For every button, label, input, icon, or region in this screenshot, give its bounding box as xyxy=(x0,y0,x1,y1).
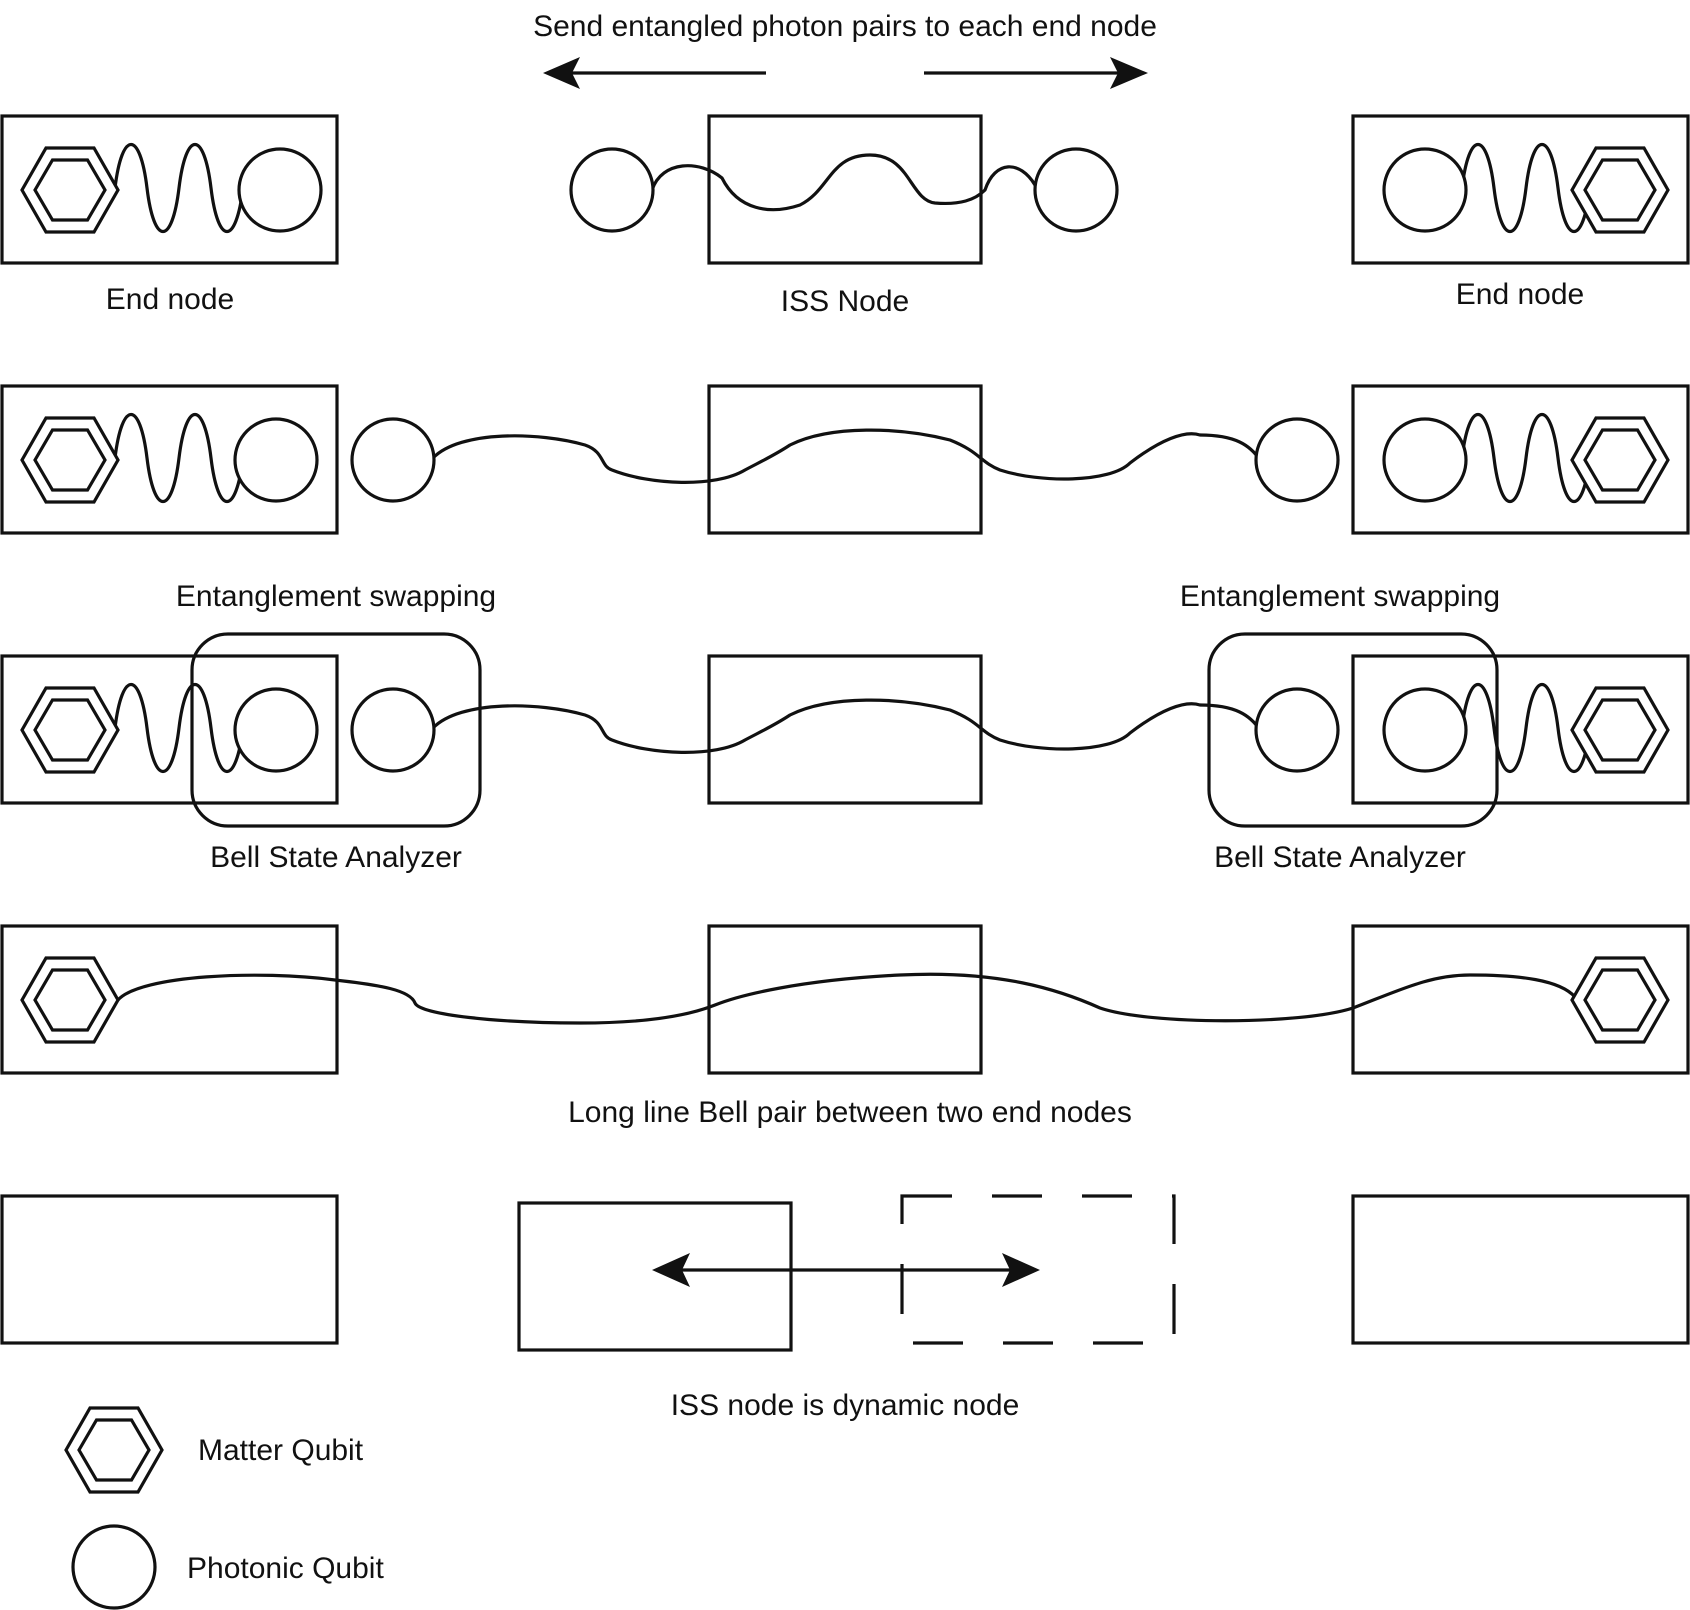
end-node-left-box xyxy=(0,114,339,265)
dynamic-node-label: ISS node is dynamic node xyxy=(671,1389,1020,1422)
iss-node-box xyxy=(707,654,983,805)
entanglement-wiggle xyxy=(1460,682,1592,774)
arrow-left-icon xyxy=(543,57,766,89)
photonic-qubit-icon xyxy=(1382,687,1468,773)
matter-qubit-icon xyxy=(1570,686,1670,774)
hexagon-icon xyxy=(64,1406,164,1494)
matter-qubit-icon xyxy=(20,686,120,774)
entanglement-wiggle xyxy=(1460,412,1592,504)
end-node-left-box xyxy=(0,384,339,535)
entanglement-link xyxy=(431,428,1262,484)
entanglement-wiggle xyxy=(113,142,245,234)
end-node-left-box xyxy=(0,1194,339,1345)
photonic-qubit-icon xyxy=(1033,147,1119,233)
legend: Matter Qubit Photonic Qubit xyxy=(64,1406,384,1610)
matter-qubit-icon xyxy=(20,956,120,1044)
row-photons-arrived: Entanglement swapping Entanglement swapp… xyxy=(0,384,1690,613)
entanglement-wiggle xyxy=(113,682,245,774)
row-dynamic-node: ISS node is dynamic node xyxy=(0,1194,1690,1422)
row-entanglement-swapping: Bell State Analyzer Bell State Analyzer xyxy=(0,632,1690,874)
matter-qubit-icon xyxy=(1570,416,1670,504)
end-node-left-box xyxy=(0,654,339,805)
end-node-right-box xyxy=(1351,1194,1690,1345)
swap-left-label: Entanglement swapping xyxy=(176,580,496,613)
bsa-right-label: Bell State Analyzer xyxy=(1214,841,1466,874)
entanglement-wiggle xyxy=(113,412,245,504)
matter-qubit-icon xyxy=(20,146,120,234)
iss-node-box xyxy=(707,924,983,1075)
legend-photonic-qubit-label: Photonic Qubit xyxy=(187,1552,384,1585)
end-node-right-box xyxy=(1351,654,1690,805)
iss-node-box xyxy=(707,384,983,535)
end-node-right-label: End node xyxy=(1456,278,1584,311)
entanglement-link xyxy=(431,698,1262,754)
row-long-line-bell-pair: Long line Bell pair between two end node… xyxy=(0,924,1690,1129)
entanglement-link xyxy=(650,153,1037,212)
photonic-qubit-icon xyxy=(350,687,436,773)
legend-matter-qubit-label: Matter Qubit xyxy=(198,1434,364,1467)
photonic-qubit-icon xyxy=(1382,147,1468,233)
end-node-left-box xyxy=(0,924,339,1075)
end-node-left-label: End node xyxy=(106,283,234,316)
arrow-right-icon xyxy=(924,57,1148,89)
end-node-right-box xyxy=(1351,924,1690,1075)
photonic-qubit-icon xyxy=(350,417,436,503)
photonic-qubit-icon xyxy=(233,417,319,503)
iss-node-box xyxy=(707,114,983,265)
photonic-qubit-icon xyxy=(233,687,319,773)
matter-qubit-icon xyxy=(20,416,120,504)
long-line-bell-pair-link xyxy=(116,972,1577,1025)
bell-state-analyzer-left xyxy=(190,632,482,828)
photonic-qubit-icon xyxy=(1382,417,1468,503)
photonic-qubit-icon xyxy=(1254,687,1340,773)
double-arrow-icon xyxy=(652,1253,1040,1287)
matter-qubit-icon xyxy=(1570,146,1670,234)
end-node-right-box xyxy=(1351,384,1690,535)
photonic-qubit-icon xyxy=(237,147,323,233)
iss-node-box xyxy=(517,1201,793,1352)
iss-node-label: ISS Node xyxy=(781,285,909,318)
swap-right-label: Entanglement swapping xyxy=(1180,580,1500,613)
photonic-qubit-icon xyxy=(569,147,655,233)
bsa-left-label: Bell State Analyzer xyxy=(210,841,462,874)
long-line-label: Long line Bell pair between two end node… xyxy=(568,1096,1132,1129)
end-node-right-box xyxy=(1351,114,1690,265)
bell-state-analyzer-right xyxy=(1207,632,1499,828)
photonic-qubit-icon xyxy=(1254,417,1340,503)
matter-qubit-icon xyxy=(1570,956,1670,1044)
row-distribution: Send entangled photon pairs to each end … xyxy=(0,10,1690,318)
entanglement-wiggle xyxy=(1460,142,1592,234)
circle-icon xyxy=(71,1524,157,1610)
top-instruction-label: Send entangled photon pairs to each end … xyxy=(533,10,1157,43)
